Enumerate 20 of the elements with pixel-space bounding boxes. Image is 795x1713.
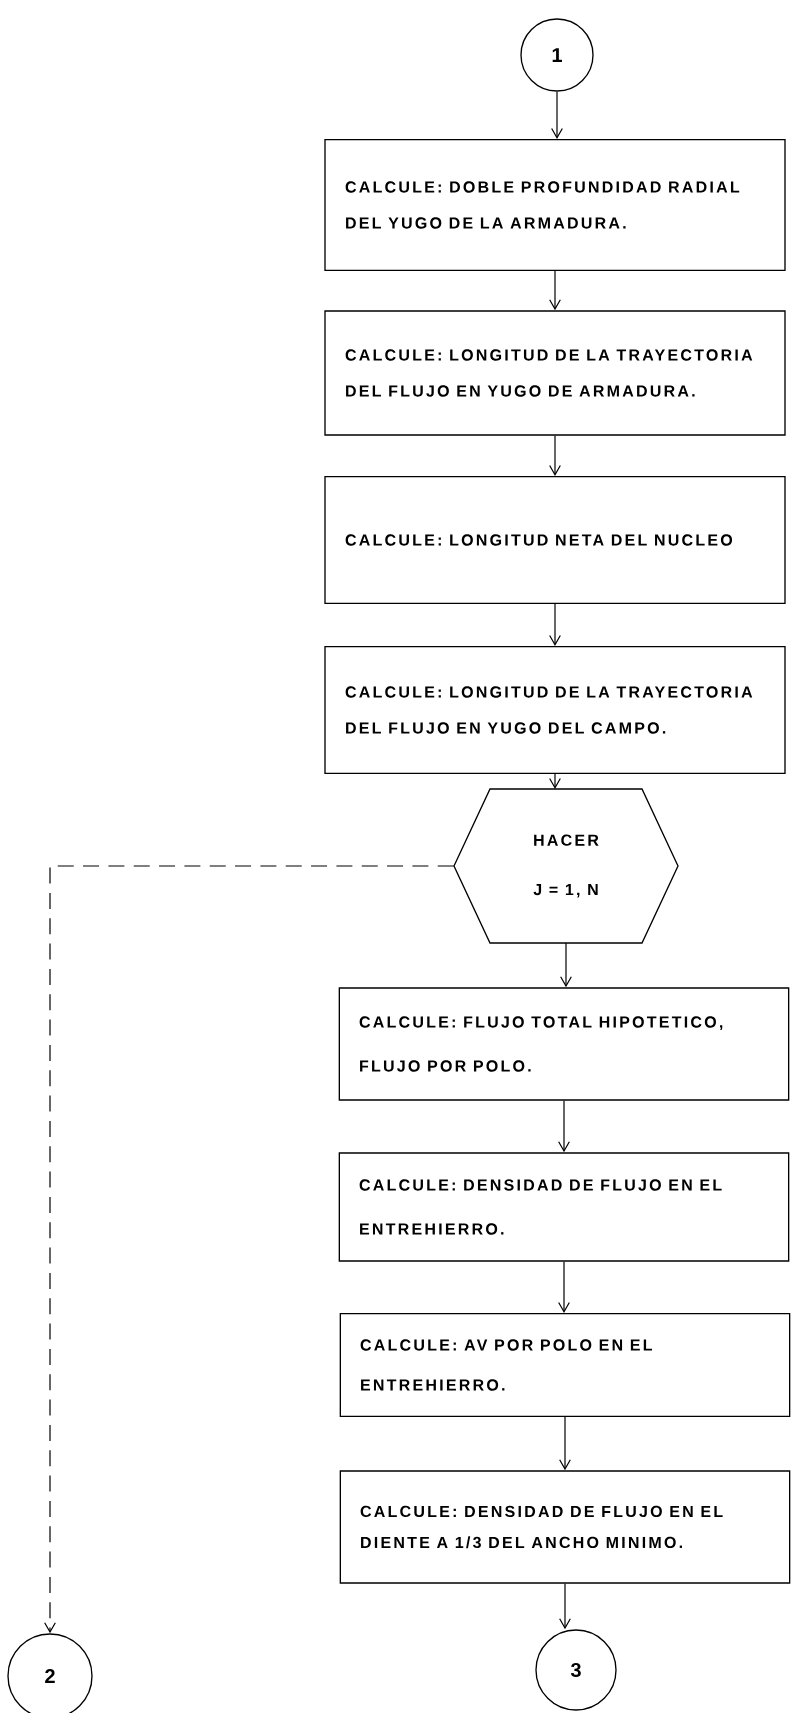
arrow bbox=[549, 773, 561, 790]
arrow bbox=[549, 435, 561, 476]
dashed-arrow bbox=[44, 865, 455, 1634]
loop-hexagon: HACER J = 1, N bbox=[453, 788, 679, 944]
arrow bbox=[549, 270, 561, 311]
process-box: CALCULE: LONGITUD DE LA TRAYECTORIA DEL FLUJO EN YUGO DE ARMADURA. bbox=[324, 310, 786, 436]
arrow bbox=[551, 91, 563, 139]
arrow bbox=[558, 1261, 570, 1313]
arrow bbox=[560, 942, 572, 988]
arrow bbox=[559, 1416, 571, 1471]
process-box: CALCULE: LONGITUD NETA DEL NUCLEO bbox=[324, 476, 786, 604]
process-box: CALCULE: DENSIDAD DE FLUJO EN EL DIENTE A 1/3 DEL ANCHO MINIMO. bbox=[339, 1470, 791, 1584]
process-box: CALCULE: LONGITUD DE LA TRAYECTORIA DEL FLUJO EN YUGO DEL CAMPO. bbox=[324, 646, 786, 774]
process-box: CALCULE: DOBLE PROFUNDIDAD RADIAL DEL YUGO DE LA ARMADURA. bbox=[324, 139, 786, 271]
process-box: CALCULE: AV POR POLO EN EL ENTREHIERRO. bbox=[339, 1313, 791, 1417]
process-box: CALCULE: FLUJO TOTAL HIPOTETICO, FLUJO POR POLO. bbox=[338, 987, 790, 1101]
arrow bbox=[558, 1100, 570, 1153]
arrow bbox=[559, 1583, 571, 1630]
process-box: CALCULE: DENSIDAD DE FLUJO EN EL ENTREHIERRO. bbox=[338, 1152, 790, 1262]
arrow bbox=[549, 603, 561, 646]
